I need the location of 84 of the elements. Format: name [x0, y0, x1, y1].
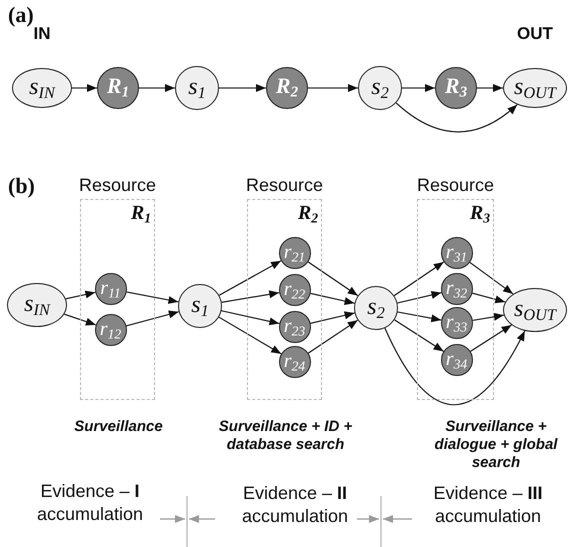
node-label: R$_{1}$	[106, 75, 130, 101]
stage-label: Evidence – I accumulation	[36, 480, 144, 525]
resource-label: R$_{3}$	[470, 203, 490, 225]
node-label: R$_{3}$	[444, 75, 468, 101]
arrow	[222, 290, 280, 303]
group-heading: Resource	[244, 175, 324, 196]
node-label: s$_{2}$	[371, 74, 389, 102]
capability-caption: Surveillance	[73, 418, 164, 436]
node-label: s$_{1}$	[191, 292, 209, 320]
panel-label: (a)	[8, 2, 34, 28]
arrow	[218, 260, 282, 296]
arrow	[470, 262, 514, 294]
arrow	[308, 262, 358, 296]
arrow	[218, 316, 282, 354]
arrow	[308, 84, 358, 92]
arrow	[477, 84, 503, 92]
node-label: r$_{31}$	[446, 242, 468, 264]
node-label: s$_{1}$	[188, 74, 206, 102]
node-label: r$_{23}$	[284, 316, 306, 338]
arrow	[219, 84, 266, 92]
arrow	[470, 324, 512, 352]
node-label: r$_{22}$	[284, 278, 306, 300]
arrow	[66, 290, 96, 300]
arrow	[64, 314, 96, 326]
arrow	[402, 84, 435, 92]
port-label: OUT	[516, 25, 554, 42]
arrow	[394, 319, 444, 352]
node-label: r$_{34}$	[446, 348, 468, 370]
arrow	[72, 84, 97, 92]
resource-circle	[278, 274, 310, 306]
node-label: s$_{IN}$	[24, 292, 50, 318]
port-label: IN	[33, 25, 52, 42]
arrow	[126, 291, 178, 304]
state-ellipse	[175, 66, 219, 110]
resource-circle	[440, 306, 472, 338]
resource-circle	[440, 344, 472, 376]
group-heading: Resource	[78, 175, 158, 196]
resource-circle	[266, 67, 308, 109]
node-label: s$_{2}$	[367, 294, 385, 322]
capability-caption: Surveillance + ID + database search	[218, 418, 354, 454]
state-ellipse	[358, 66, 402, 110]
resource-circle	[440, 236, 472, 268]
resource-circle	[94, 272, 126, 304]
resource-circle	[278, 310, 310, 342]
arrow	[472, 312, 504, 321]
resource-label: R$_{1}$	[130, 203, 151, 225]
arrow	[397, 291, 442, 304]
arrow	[310, 292, 355, 305]
arrow	[310, 311, 355, 324]
node-label: r$_{12}$	[100, 318, 122, 340]
resource-circle	[435, 67, 477, 109]
arrow	[139, 84, 175, 92]
stage-label: Evidence – III accumulation	[432, 482, 544, 527]
group-heading: Resource	[416, 175, 496, 196]
node-label: r$_{11}$	[100, 278, 121, 300]
node-label: r$_{24}$	[284, 350, 306, 372]
resource-circle	[97, 67, 139, 109]
arrow	[308, 320, 358, 354]
state-ellipse	[7, 283, 67, 327]
node-label: s$_{OUT}$	[514, 74, 556, 102]
resource-circle	[440, 272, 472, 304]
resource-label: R$_{2}$	[298, 203, 318, 225]
arrow	[398, 311, 442, 322]
arrow	[221, 310, 280, 326]
arrow	[384, 328, 526, 406]
arrow	[396, 102, 518, 132]
node-label: r$_{21}$	[284, 242, 306, 264]
node-label: s$_{OUT}$	[514, 296, 556, 324]
panel-label: (b)	[8, 173, 35, 199]
node-label: r$_{32}$	[446, 278, 468, 300]
node-label: R$_{2}$	[276, 75, 298, 101]
stage-label: Evidence – II accumulation	[240, 482, 350, 527]
resource-circle	[278, 236, 310, 268]
arrow	[126, 310, 179, 326]
capability-caption: Surveillance + dialogue + global search	[434, 418, 559, 472]
state-ellipse	[503, 288, 567, 332]
resource-circle	[278, 346, 310, 378]
state-ellipse	[354, 286, 398, 330]
arrow	[394, 262, 444, 296]
resource-circle	[94, 314, 126, 346]
state-ellipse	[178, 284, 222, 328]
arrow	[472, 292, 506, 304]
node-label: s$_{IN}$	[29, 74, 55, 102]
node-label: r$_{33}$	[446, 312, 468, 334]
